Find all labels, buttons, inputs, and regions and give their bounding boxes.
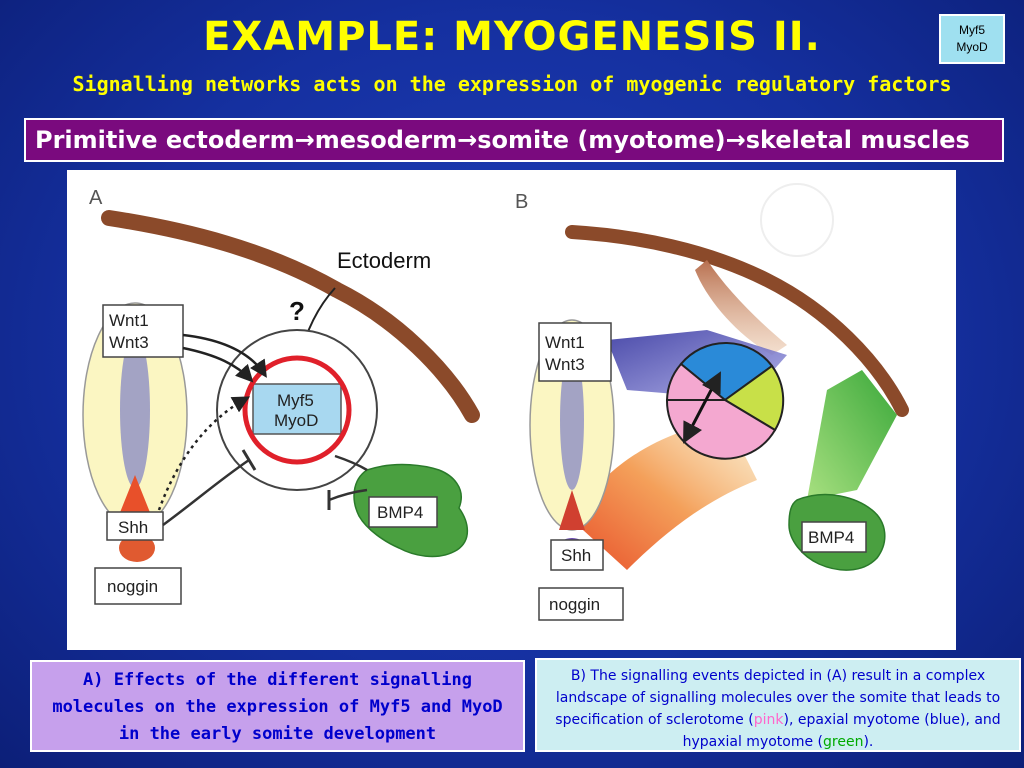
bmp4-box-b bbox=[801, 521, 867, 553]
myogenesis-figure: A Ectoderm ? Wnt1 Wnt3 Shh noggin Myf5 M… bbox=[67, 170, 956, 650]
noggin-inhibit-bar bbox=[241, 449, 257, 471]
noggin-inhibit-line bbox=[162, 458, 250, 527]
wnt-arrow-1 bbox=[182, 333, 267, 378]
bmp4-line-2 bbox=[334, 454, 368, 472]
badge-myod: MyoD bbox=[956, 40, 988, 54]
notochord bbox=[119, 534, 155, 562]
shh-label-a: Shh bbox=[118, 518, 148, 537]
shh-box-b bbox=[550, 539, 604, 571]
question-mark: ? bbox=[289, 296, 305, 326]
ectoderm-label: Ectoderm bbox=[337, 248, 431, 273]
noggin-label-a: noggin bbox=[107, 577, 158, 596]
pie-double-arrow bbox=[683, 371, 721, 444]
bmp4-label-a: BMP4 bbox=[377, 503, 423, 522]
pathway-banner: Primitive ectoderm→mesoderm→somite (myot… bbox=[24, 118, 1004, 162]
caption-a: A) Effects of the different signalling m… bbox=[30, 660, 525, 752]
wnt1-label-a: Wnt1 bbox=[109, 311, 149, 330]
floor-plate-b bbox=[559, 490, 585, 530]
ectoderm-band bbox=[101, 210, 480, 423]
bmp4-inhibit-line bbox=[328, 488, 368, 502]
shh-label-b: Shh bbox=[561, 546, 591, 565]
wnt-fan-brown bbox=[695, 260, 787, 355]
noggin-label-b: noggin bbox=[549, 595, 600, 614]
caption-b-post: ). bbox=[863, 734, 874, 750]
figure-svg: A Ectoderm ? Wnt1 Wnt3 Shh noggin Myf5 M… bbox=[82, 183, 909, 621]
floor-plate bbox=[119, 475, 151, 515]
panel-a-letter: A bbox=[89, 187, 103, 209]
caption-b-pre: B) The signalling events depicted in (A)… bbox=[555, 668, 1001, 728]
bmp4-fan-green bbox=[807, 370, 897, 500]
bmp4-box-a bbox=[368, 496, 438, 528]
neural-lumen-b bbox=[560, 350, 584, 490]
caption-b-pink: pink bbox=[753, 712, 784, 728]
pie-hypaxial-yellow bbox=[723, 364, 785, 432]
caption-b-green: green bbox=[823, 734, 864, 750]
slide-title: EXAMPLE: MYOGENESIS II. bbox=[203, 14, 821, 60]
neural-lumen bbox=[120, 332, 150, 488]
wnt-box-b bbox=[538, 322, 612, 382]
ectoderm-band-b bbox=[565, 225, 909, 417]
caption-b-mid: ), epaxial myotome (blue), and hypaxial … bbox=[682, 712, 1001, 750]
wnt3-label-a: Wnt3 bbox=[109, 333, 149, 352]
badge-myf5: Myf5 bbox=[958, 23, 985, 37]
noggin-box-a bbox=[94, 567, 182, 605]
bmp4-label-b: BMP4 bbox=[808, 528, 854, 547]
myod-label: MyoD bbox=[274, 411, 318, 430]
wnt3-label-b: Wnt3 bbox=[545, 355, 585, 374]
caption-b: B) The signalling events depicted in (A)… bbox=[535, 658, 1021, 752]
noggin-box-b bbox=[538, 587, 624, 621]
wnt-arrow-2 bbox=[182, 346, 254, 383]
myf5-label: Myf5 bbox=[277, 391, 314, 410]
myf5-myod-box bbox=[252, 383, 342, 435]
panel-b-letter: B bbox=[515, 191, 528, 213]
faded-bg-circle bbox=[760, 183, 834, 257]
pie-epaxial-blue bbox=[679, 341, 774, 402]
slide-subtitle: Signalling networks acts on the expressi… bbox=[72, 72, 952, 96]
somite-pie bbox=[665, 341, 785, 460]
shh-box-a bbox=[106, 511, 164, 541]
wnt-box-a bbox=[102, 304, 184, 358]
corner-badge: Myf5 MyoD bbox=[939, 14, 1005, 64]
wnt1-label-b: Wnt1 bbox=[545, 333, 585, 352]
